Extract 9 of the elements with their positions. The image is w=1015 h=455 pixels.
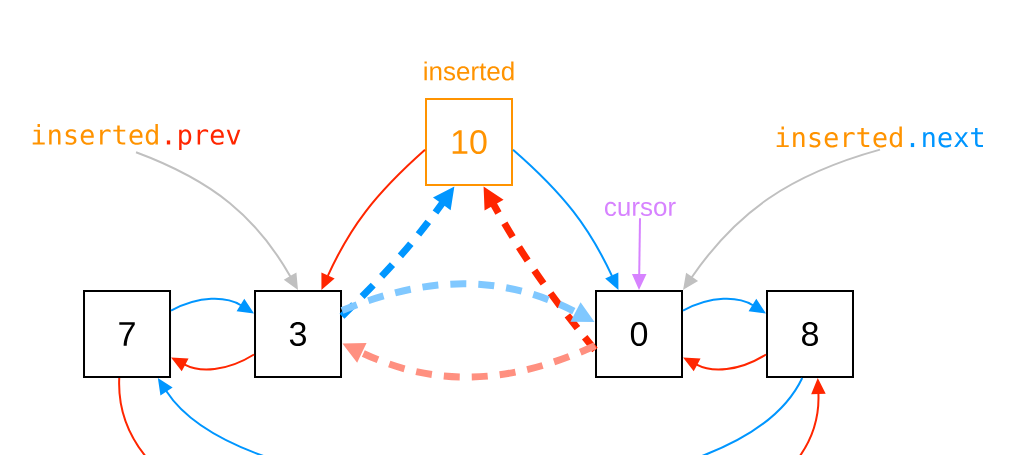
node-box: 0	[595, 290, 683, 378]
pointer-label: inserted .prev	[32, 123, 241, 151]
node-box: 10 inserted	[424, 61, 514, 186]
node-label: inserted	[424, 61, 514, 81]
pointer-label: inserted .next	[776, 126, 983, 148]
node-box: 3	[254, 290, 342, 378]
pointer-label: cursor	[605, 201, 676, 217]
node-box: 8	[766, 290, 854, 378]
node-box: 7	[83, 290, 171, 378]
